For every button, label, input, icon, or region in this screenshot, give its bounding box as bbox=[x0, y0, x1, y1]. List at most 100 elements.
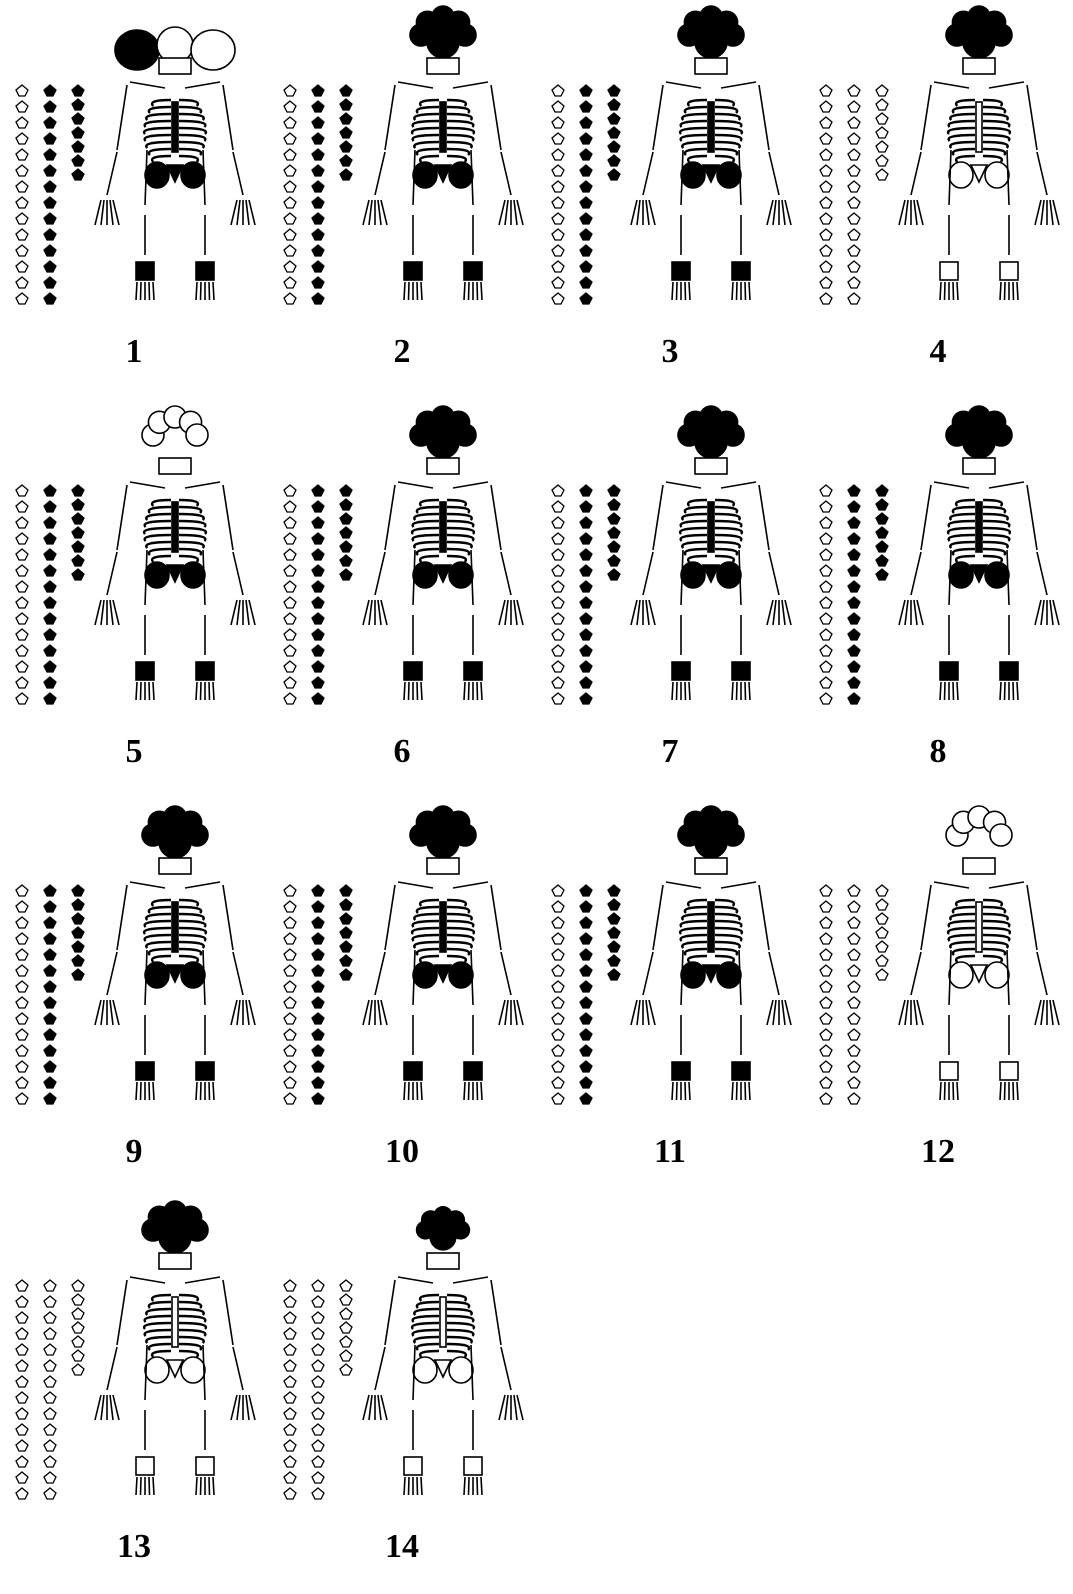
skeleton-panel: 4 bbox=[804, 0, 1072, 390]
pelvis-icon bbox=[413, 562, 473, 588]
forearm-icon bbox=[107, 1347, 117, 1390]
pelvis-icon bbox=[145, 1357, 205, 1383]
pelvis-icon bbox=[949, 962, 1009, 988]
vertebra-icon bbox=[580, 165, 592, 176]
vertebra-icon bbox=[16, 1280, 28, 1291]
vertebra-icon bbox=[580, 661, 592, 672]
foot-icon bbox=[136, 682, 154, 700]
vertebra-icon bbox=[44, 661, 56, 672]
vertebra-icon bbox=[284, 245, 296, 256]
vertebra-icon bbox=[44, 997, 56, 1008]
vertebra-icon bbox=[44, 117, 56, 128]
vertebra-icon bbox=[284, 229, 296, 240]
vertebra-icon bbox=[820, 581, 832, 592]
vertebra-icon bbox=[44, 949, 56, 960]
forearm-icon bbox=[233, 552, 243, 595]
vertebra-icon bbox=[340, 1364, 352, 1375]
sternum-icon bbox=[708, 502, 714, 552]
vertebra-icon bbox=[72, 969, 84, 980]
vertebra-icon bbox=[312, 933, 324, 944]
vertebra-icon bbox=[284, 1077, 296, 1088]
vertebrae-columns bbox=[552, 85, 620, 304]
jaw-icon bbox=[695, 58, 727, 74]
skeleton-panel: 6 bbox=[268, 400, 536, 790]
sternum-icon bbox=[708, 902, 714, 952]
humerus-icon bbox=[117, 885, 127, 950]
vertebra-icon bbox=[16, 277, 28, 288]
vertebra-icon bbox=[876, 513, 888, 524]
humerus-icon bbox=[653, 85, 663, 150]
vertebra-icon bbox=[312, 1328, 324, 1339]
vertebra-icon bbox=[552, 229, 564, 240]
vertebra-icon bbox=[820, 533, 832, 544]
vertebra-icon bbox=[552, 949, 564, 960]
vertebra-icon bbox=[44, 261, 56, 272]
vertebra-icon bbox=[72, 955, 84, 966]
vertebra-icon bbox=[72, 513, 84, 524]
vertebra-icon bbox=[72, 1308, 84, 1319]
hand-icon bbox=[1035, 200, 1059, 225]
vertebra-icon bbox=[820, 1045, 832, 1056]
vertebra-icon bbox=[580, 1029, 592, 1040]
forearm-icon bbox=[643, 152, 653, 195]
foot-icon bbox=[940, 282, 958, 300]
vertebra-icon bbox=[284, 485, 296, 496]
vertebra-icon bbox=[552, 1077, 564, 1088]
ribcage-icon bbox=[948, 500, 1010, 562]
vertebra-icon bbox=[44, 101, 56, 112]
sternum-icon bbox=[976, 502, 982, 552]
vertebra-icon bbox=[72, 555, 84, 566]
pelvis-icon bbox=[681, 162, 741, 188]
vertebra-icon bbox=[312, 1408, 324, 1419]
skull-icon bbox=[142, 406, 208, 474]
skull-icon bbox=[417, 1207, 470, 1269]
vertebra-icon bbox=[820, 565, 832, 576]
vertebra-icon bbox=[16, 965, 28, 976]
foot-icon bbox=[404, 282, 422, 300]
vertebra-icon bbox=[284, 1061, 296, 1072]
humerus-icon bbox=[491, 85, 501, 150]
ribcage-icon bbox=[680, 900, 742, 962]
clavicle-icon bbox=[185, 482, 220, 488]
vertebra-icon bbox=[44, 885, 56, 896]
vertebra-icon bbox=[44, 613, 56, 624]
skull-icon bbox=[946, 6, 1012, 74]
vertebra-icon bbox=[876, 941, 888, 952]
vertebra-icon bbox=[820, 517, 832, 528]
panel-number-label: 3 bbox=[536, 335, 804, 369]
vertebrae-columns bbox=[284, 1280, 352, 1499]
humerus-icon bbox=[921, 885, 931, 950]
vertebra-icon bbox=[16, 629, 28, 640]
vertebra-icon bbox=[848, 565, 860, 576]
vertebra-icon bbox=[44, 1376, 56, 1387]
vertebra-icon bbox=[552, 149, 564, 160]
vertebra-icon bbox=[580, 133, 592, 144]
foot-icon bbox=[464, 1082, 482, 1100]
skeleton-figure bbox=[0, 800, 268, 1140]
vertebra-icon bbox=[312, 133, 324, 144]
vertebra-icon bbox=[580, 197, 592, 208]
forearm-icon bbox=[643, 952, 653, 995]
vertebra-icon bbox=[44, 981, 56, 992]
tarsal-icon bbox=[464, 262, 482, 280]
jaw-icon bbox=[159, 858, 191, 874]
skeleton-panel: 11 bbox=[536, 800, 804, 1190]
vertebra-icon bbox=[580, 181, 592, 192]
foot-icon bbox=[404, 1477, 422, 1495]
forearm-icon bbox=[911, 552, 921, 595]
vertebra-icon bbox=[284, 677, 296, 688]
vertebra-icon bbox=[608, 569, 620, 580]
vertebra-icon bbox=[16, 1456, 28, 1467]
vertebrae-columns bbox=[284, 85, 352, 304]
sternum-icon bbox=[976, 902, 982, 952]
vertebra-icon bbox=[72, 527, 84, 538]
vertebra-icon bbox=[876, 927, 888, 938]
vertebra-icon bbox=[312, 149, 324, 160]
vertebra-icon bbox=[284, 1328, 296, 1339]
vertebra-icon bbox=[820, 85, 832, 96]
skeleton-panel: 9 bbox=[0, 800, 268, 1190]
foot-icon bbox=[940, 1082, 958, 1100]
vertebra-icon bbox=[552, 677, 564, 688]
vertebra-icon bbox=[284, 501, 296, 512]
vertebra-icon bbox=[44, 1280, 56, 1291]
